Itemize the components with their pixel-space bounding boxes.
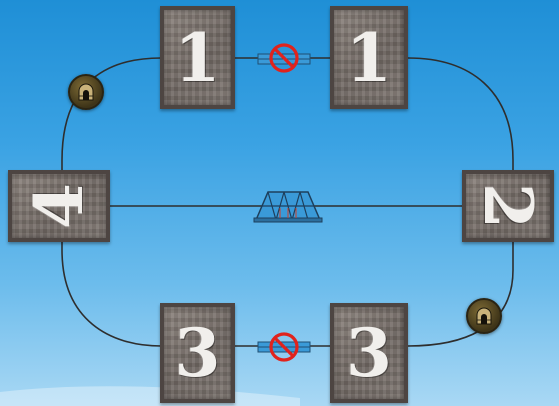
blocked-bridge-top[interactable] [256, 40, 312, 76]
tile-top-right[interactable]: 1 [330, 6, 408, 109]
tile-number: 2 [469, 183, 547, 229]
tile-bottom-right[interactable]: 3 [330, 303, 408, 403]
bridge-icon[interactable] [252, 186, 324, 226]
tile-right[interactable]: 2 [462, 170, 554, 242]
link-bottom-left [61, 242, 162, 347]
link-top-left [61, 57, 162, 170]
no-entry-icon [257, 332, 311, 362]
link-bottom-right [407, 242, 514, 347]
tile-number: 3 [174, 314, 221, 392]
tile-number: 1 [346, 18, 392, 97]
tunnel-icon [466, 298, 502, 334]
tile-bottom-left[interactable]: 3 [160, 303, 235, 403]
tile-left[interactable]: 4 [8, 170, 110, 242]
tunnel-icon [68, 74, 104, 110]
link-top-right [407, 57, 514, 170]
blocked-bridge-bottom[interactable] [256, 330, 312, 366]
tile-number: 1 [174, 18, 221, 97]
tile-top-left[interactable]: 1 [160, 6, 235, 109]
tile-number: 3 [346, 314, 392, 392]
tile-number: 4 [20, 183, 98, 229]
no-entry-icon [257, 43, 311, 73]
